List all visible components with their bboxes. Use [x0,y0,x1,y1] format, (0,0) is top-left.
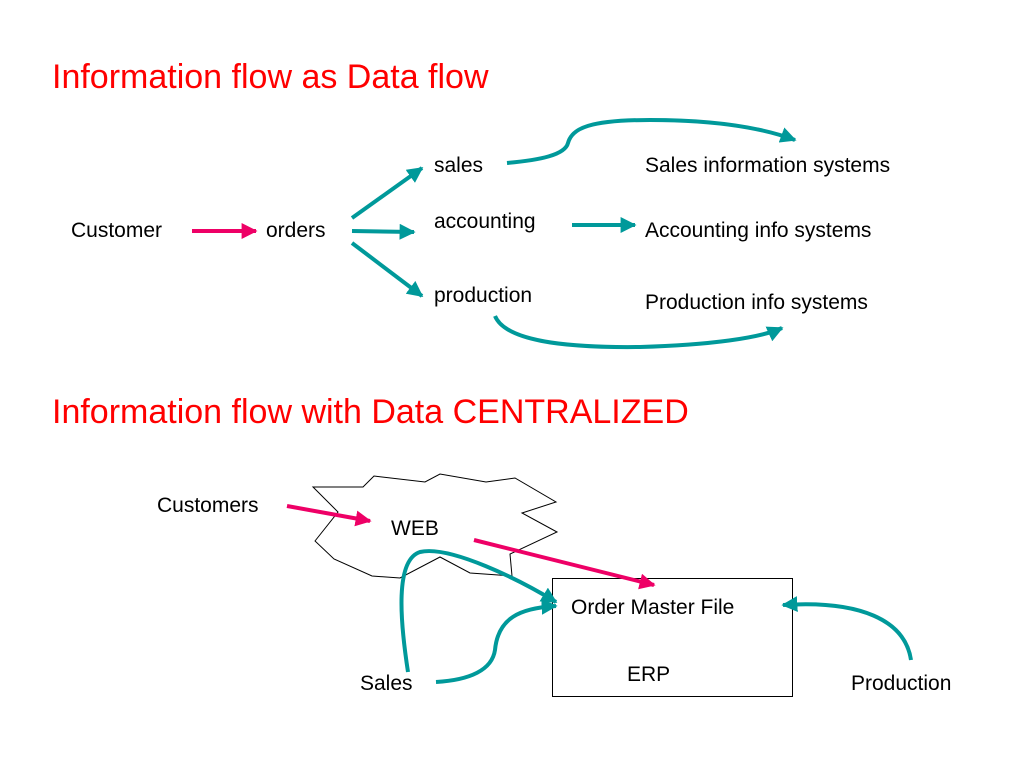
production-label: production [434,284,533,307]
orders-to-sales-arrow [350,166,424,220]
sales-to-web-arrow [399,549,558,673]
sales-to-systems-arrow [506,117,797,165]
production-to-order-file-arrow [781,596,913,661]
orders-label: orders [266,219,326,242]
accounting-systems-label: Accounting info systems [645,219,872,242]
orders-to-production-arrow [350,241,424,298]
erp-box [552,578,793,697]
erp-label: ERP [627,663,671,686]
sales-systems-label: Sales information systems [645,154,891,177]
web-to-order-file-arrow [473,538,656,590]
sales-to-order-file-arrow [435,598,558,684]
accounting-label: accounting [434,210,536,233]
order-master-file-label: Order Master File [571,596,735,619]
sales-bottom-label: Sales [360,672,413,695]
production-systems-label: Production info systems [645,291,868,314]
top-title: Information flow as Data flow [52,58,489,96]
bottom-title: Information flow with Data CENTRALIZED [52,393,689,431]
production-bottom-label: Production [851,672,952,695]
orders-to-accounting-arrow [351,223,416,240]
production-to-systems-arrow [493,315,784,350]
customers-to-web-arrow [286,504,372,527]
customer-label: Customer [71,219,163,242]
customers-label: Customers [157,494,259,517]
web-label: WEB [391,517,439,540]
sales-label: sales [434,154,484,177]
web-starburst [311,473,559,579]
